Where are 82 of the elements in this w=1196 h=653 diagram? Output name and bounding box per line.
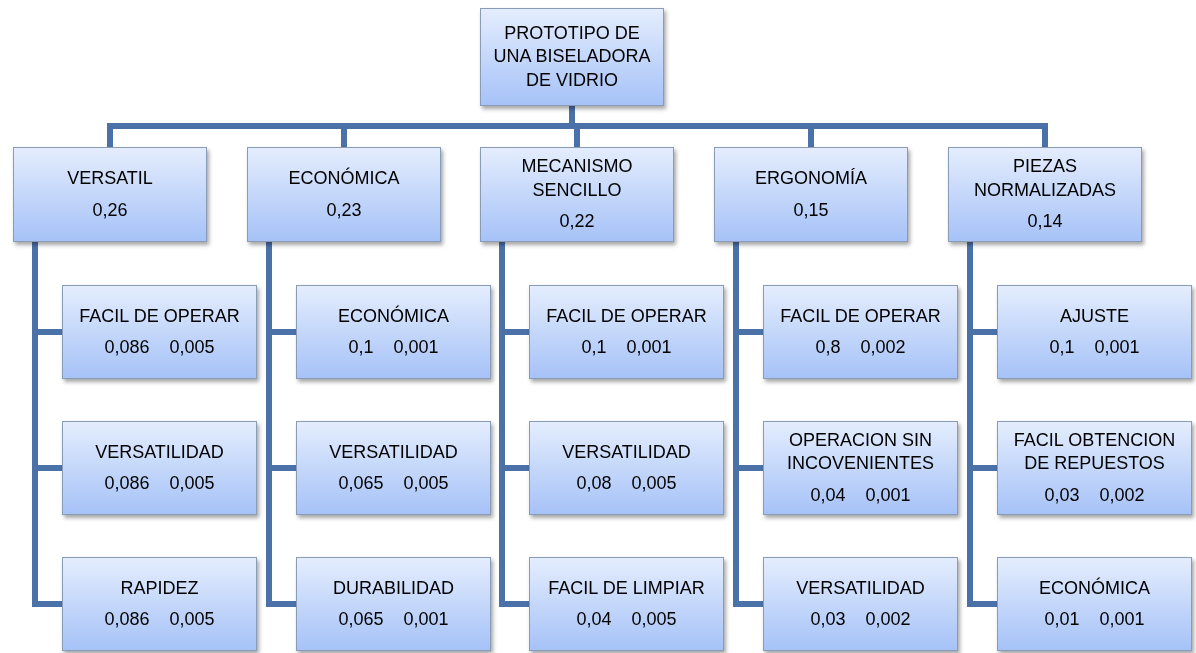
node-value: 0,01 — [1044, 608, 1080, 631]
node-title: VERSATILIDAD — [796, 576, 925, 600]
node-box — [13, 147, 207, 242]
node-box — [529, 557, 724, 651]
node-title: PIEZAS NORMALIZADAS — [973, 155, 1117, 202]
node-value: 0,1 — [1049, 336, 1075, 359]
node-box — [247, 147, 441, 242]
node-title: FACIL DE OPERAR — [780, 304, 941, 328]
node-value: 0,001 — [393, 336, 439, 359]
node-box — [948, 147, 1142, 242]
node-value: 0,005 — [403, 472, 449, 495]
node-value: 0,14 — [1027, 210, 1063, 234]
node-title: RAPIDEZ — [120, 576, 199, 600]
connector-line — [967, 242, 997, 607]
node-box — [763, 285, 958, 379]
node-box — [763, 421, 958, 515]
node-title: FACIL DE OPERAR — [79, 304, 240, 328]
node-box — [62, 557, 257, 651]
node-title: FACIL DE OPERAR — [546, 304, 707, 328]
node-value: 0,8 — [815, 336, 841, 359]
node-value: 0,04 — [810, 483, 846, 507]
node-value: 0,002 — [1099, 483, 1145, 507]
node-value: 0,1 — [348, 336, 374, 359]
node-title: ECONÓMICA — [1039, 576, 1150, 600]
node-value: 0,03 — [1044, 483, 1080, 507]
node-box — [714, 147, 908, 242]
node-value: 0,005 — [631, 472, 677, 495]
node-value: 0,001 — [626, 336, 672, 359]
node-value: 0,005 — [169, 336, 215, 359]
node-value: 0,001 — [1099, 608, 1145, 631]
node-value: 0,001 — [1094, 336, 1140, 359]
node-title: VERSATILIDAD — [562, 440, 691, 464]
node-box — [62, 421, 257, 515]
node-title: FACIL DE LIMPIAR — [548, 576, 705, 600]
node-title: FACIL OBTENCION DE REPUESTOS — [1012, 428, 1177, 476]
node-value: 0,086 — [104, 472, 150, 495]
node-title: OPERACION SIN INCOVENIENTES — [786, 428, 935, 476]
node-title: MECANISMO SENCILLO — [520, 155, 634, 202]
node-box — [997, 285, 1192, 379]
node-value: 0,26 — [92, 198, 128, 222]
node-box — [480, 147, 674, 242]
node-value: 0,065 — [338, 608, 384, 631]
node-title: DURABILIDAD — [333, 576, 454, 600]
connector-line — [733, 242, 763, 607]
node-box — [62, 285, 257, 379]
node-value: 0,03 — [810, 608, 846, 631]
node-box — [296, 285, 491, 379]
node-title: AJUSTE — [1060, 304, 1129, 328]
node-value: 0,005 — [169, 472, 215, 495]
node-box — [997, 421, 1192, 515]
node-value: 0,1 — [581, 336, 607, 359]
node-box — [763, 557, 958, 651]
node-value: 0,15 — [793, 198, 829, 222]
node-value: 0,086 — [104, 608, 150, 631]
node-value: 0,002 — [865, 608, 911, 631]
node-box — [296, 421, 491, 515]
node-value: 0,086 — [104, 336, 150, 359]
node-value: 0,005 — [631, 608, 677, 631]
node-value: 0,22 — [559, 210, 595, 234]
node-title: ECONÓMICA — [338, 304, 449, 328]
node-value: 0,001 — [403, 608, 449, 631]
node-title: VERSATILIDAD — [329, 440, 458, 464]
connector-line — [499, 242, 529, 607]
node-value: 0,04 — [576, 608, 612, 631]
node-value: 0,23 — [326, 198, 362, 222]
node-value: 0,005 — [169, 608, 215, 631]
node-value: 0,08 — [576, 472, 612, 495]
node-box — [480, 8, 664, 106]
node-title: PROTOTIPO DE UNA BISELADORA DE VIDRIO — [492, 21, 652, 92]
connector-line — [266, 242, 296, 607]
node-title: ERGONOMÍA — [755, 167, 867, 191]
node-box — [529, 421, 724, 515]
connector-line — [32, 242, 62, 607]
node-value: 0,002 — [860, 336, 906, 359]
node-value: 0,001 — [865, 483, 911, 507]
node-title: VERSATILIDAD — [95, 440, 224, 464]
node-title: ECONÓMICA — [288, 167, 400, 191]
node-box — [296, 557, 491, 651]
node-title: VERSATIL — [67, 167, 153, 191]
node-box — [997, 557, 1192, 651]
node-value: 0,065 — [338, 472, 384, 495]
node-box — [529, 285, 724, 379]
